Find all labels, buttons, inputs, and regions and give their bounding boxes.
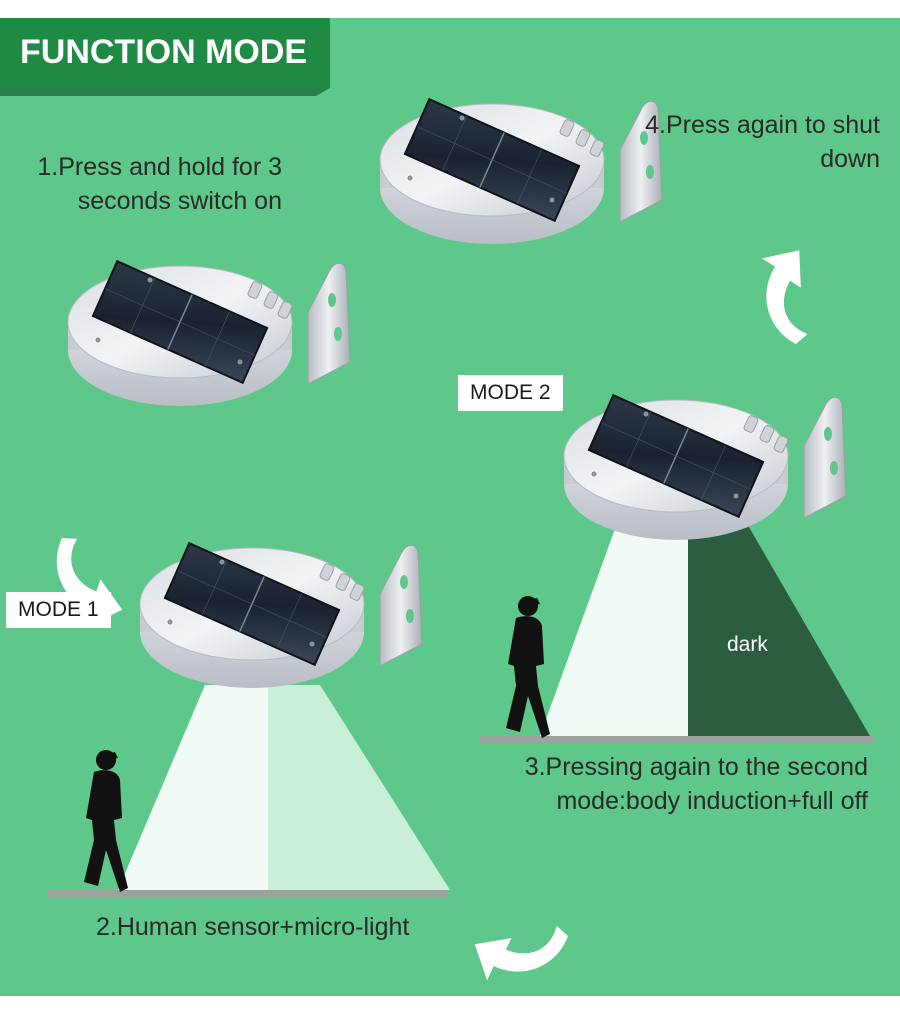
page-title: FUNCTION MODE: [20, 33, 308, 71]
step-1-line-1: 1.Press and hold for 3: [37, 153, 282, 181]
header-shadow: [0, 88, 330, 96]
step-3-line-2: mode:body induction+full off: [556, 787, 868, 815]
light-beam: [118, 685, 268, 890]
step-4-caption: 4.Press again to shut down: [645, 108, 880, 176]
mode-2-label: MODE 2: [458, 375, 563, 411]
light-beam: [540, 515, 688, 736]
floor-line: [480, 736, 874, 744]
floor-line: [48, 890, 448, 898]
step-2-caption: 2.Human sensor+micro-light: [96, 913, 410, 941]
step-3-line-1: 3.Pressing again to the second: [524, 753, 868, 781]
step-1-line-2: seconds switch on: [77, 187, 282, 215]
step-3-caption: 3.Pressing again to the second mode:body…: [525, 750, 868, 818]
dark-label: dark: [727, 633, 768, 656]
step-4-line-2: down: [820, 145, 880, 173]
dark-beam: [688, 515, 870, 736]
mode-1-label: MODE 1: [6, 592, 111, 628]
step-4-line-1: 4.Press again to shut: [645, 111, 880, 139]
step-1-caption: 1.Press and hold for 3 seconds switch on: [37, 150, 282, 218]
header-band: [0, 18, 330, 88]
